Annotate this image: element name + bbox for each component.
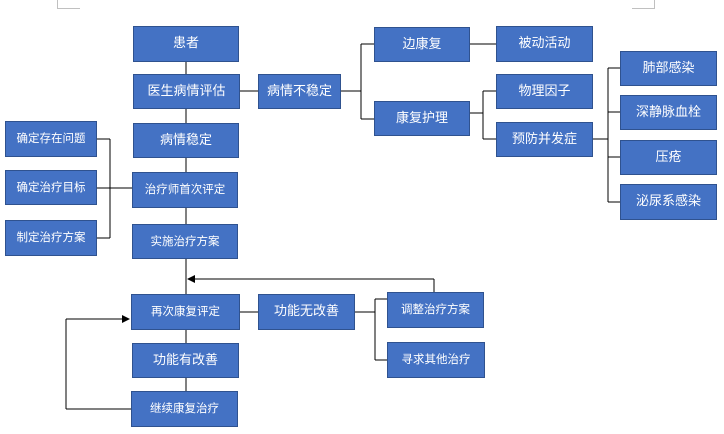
- implement-plan-node: 实施治疗方案: [132, 224, 238, 259]
- continue-rehab-node: 继续康复治疗: [131, 391, 238, 427]
- page-corner-mark-left: [57, 0, 80, 9]
- adjust-plan-node: 调整治疗方案: [387, 292, 484, 328]
- prevent-complications-node: 预防并发症: [496, 122, 593, 157]
- bedside-rehab-node: 边康复: [374, 27, 470, 62]
- urinary-infection-node: 泌尿系感染: [620, 184, 717, 220]
- pulmonary-infection-node: 肺部感染: [620, 51, 717, 86]
- no-improvement-node: 功能无改善: [258, 294, 355, 330]
- therapist-first-eval-node: 治疗师首次评定: [132, 172, 238, 208]
- doctor-assessment-node: 医生病情评估: [133, 74, 240, 109]
- rehab-nursing-node: 康复护理: [374, 101, 470, 136]
- set-goals-node: 确定治疗目标: [5, 170, 97, 205]
- deep-vein-thrombosis-node: 深静脉血栓: [620, 95, 717, 130]
- make-plan-node: 制定治疗方案: [5, 220, 97, 256]
- seek-other-treatment-node: 寻求其他治疗: [387, 342, 485, 378]
- pressure-sore-node: 压疮: [620, 140, 717, 175]
- passive-activity-node: 被动活动: [496, 26, 593, 62]
- function-improved-node: 功能有改善: [132, 343, 239, 378]
- page-corner-mark-right: [632, 0, 655, 9]
- condition-stable-node: 病情稳定: [133, 123, 239, 158]
- re-evaluation-node: 再次康复评定: [131, 294, 240, 330]
- physical-factors-node: 物理因子: [496, 74, 593, 109]
- identify-problems-node: 确定存在问题: [5, 121, 97, 157]
- condition-unstable-node: 病情不稳定: [258, 74, 341, 109]
- patient-node: 患者: [133, 26, 239, 62]
